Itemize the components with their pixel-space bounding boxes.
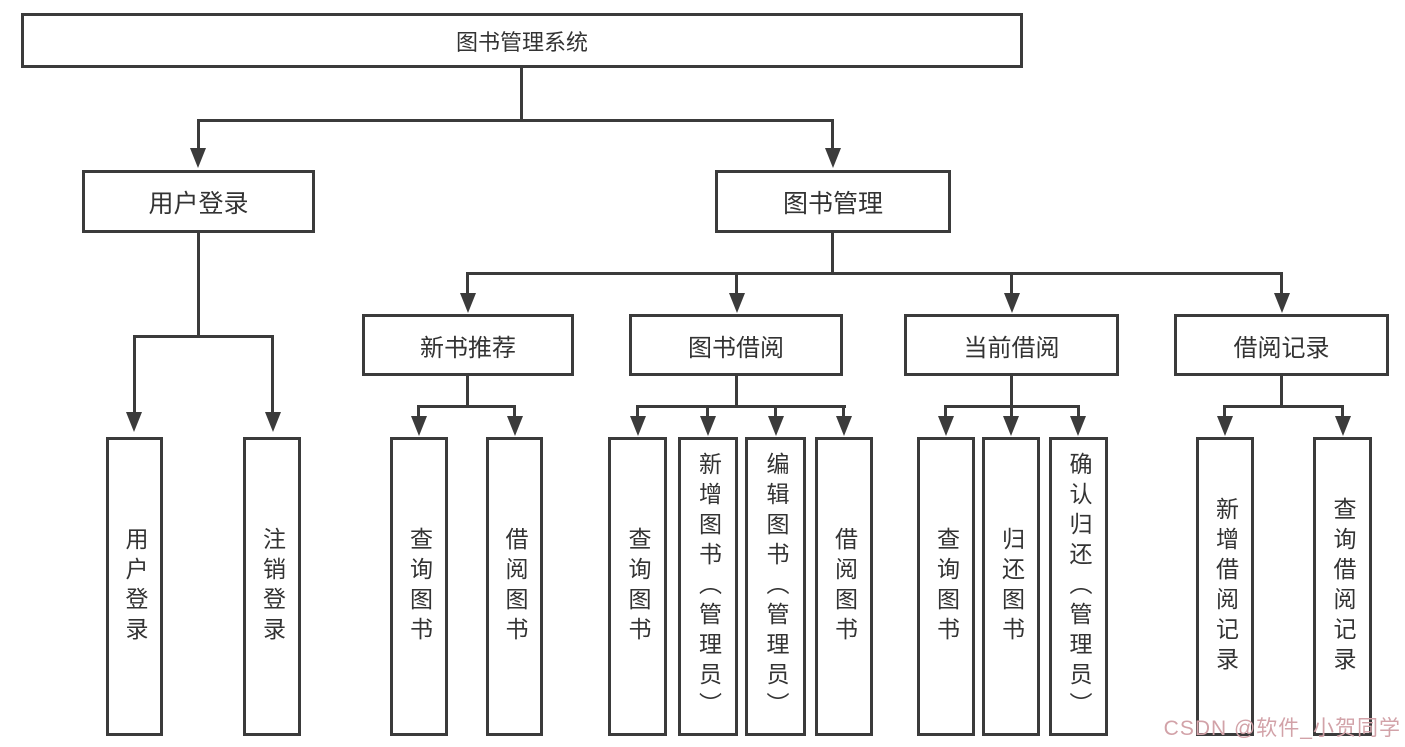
connector-line (1010, 405, 1013, 419)
leaf-return-book: 归还图书 (982, 437, 1040, 736)
arrow-down-icon (1004, 293, 1020, 313)
arrow-down-icon (411, 416, 427, 436)
connector-line (1010, 272, 1013, 296)
connector-line (842, 405, 845, 419)
leaf-borrow-books: 借阅图书 (815, 437, 873, 736)
node-borrow-records: 借阅记录 (1174, 314, 1389, 376)
arrow-down-icon (507, 416, 523, 436)
node-new-book-recommend: 新书推荐 (362, 314, 574, 376)
arrow-down-icon (190, 148, 206, 168)
connector-line (774, 405, 777, 419)
connector-line (466, 272, 469, 296)
connector-line (520, 68, 523, 122)
arrow-down-icon (1274, 293, 1290, 313)
arrow-down-icon (630, 416, 646, 436)
connector-line (1223, 405, 1226, 419)
connector-line (735, 272, 738, 296)
connector-line (831, 233, 834, 275)
connector-line (197, 119, 200, 150)
connector-line (1010, 376, 1013, 408)
node-book-management: 图书管理 (715, 170, 951, 233)
connector-line (513, 405, 516, 419)
connector-line (197, 233, 200, 338)
connector-line (1280, 376, 1283, 408)
connector-line (636, 405, 846, 408)
leaf-query-books-borrow: 查询图书 (608, 437, 667, 736)
arrow-down-icon (265, 412, 281, 432)
node-user-login: 用户登录 (82, 170, 315, 233)
connector-line (944, 405, 947, 419)
connector-line (831, 119, 834, 150)
leaf-borrow-books-recommend: 借阅图书 (486, 437, 543, 736)
leaf-confirm-return-admin: 确认归还（管理员） (1049, 437, 1108, 736)
connector-line (466, 272, 1282, 275)
arrow-down-icon (729, 293, 745, 313)
watermark-text: CSDN @软件_小贺同学 (1163, 717, 1401, 740)
connector-line (417, 405, 516, 408)
connector-line (271, 335, 274, 414)
node-book-borrow: 图书借阅 (629, 314, 843, 376)
arrow-down-icon (700, 416, 716, 436)
connector-line (466, 376, 469, 408)
arrow-down-icon (825, 148, 841, 168)
arrow-down-icon (126, 412, 142, 432)
leaf-query-books-current: 查询图书 (917, 437, 975, 736)
leaf-edit-book-admin: 编辑图书（管理员） (745, 437, 806, 736)
arrow-down-icon (1070, 416, 1086, 436)
leaf-logout: 注销登录 (243, 437, 301, 736)
node-library-management-system: 图书管理系统 (21, 13, 1023, 68)
arrow-down-icon (1003, 416, 1019, 436)
arrow-down-icon (1217, 416, 1233, 436)
leaf-query-borrow-record: 查询借阅记录 (1313, 437, 1372, 736)
connector-line (1341, 405, 1344, 419)
leaf-query-books-recommend: 查询图书 (390, 437, 448, 736)
connector-line (1077, 405, 1080, 419)
arrow-down-icon (938, 416, 954, 436)
connector-line (1280, 272, 1283, 296)
leaf-add-book-admin: 新增图书（管理员） (678, 437, 738, 736)
connector-line (133, 335, 274, 338)
arrow-down-icon (768, 416, 784, 436)
arrow-down-icon (836, 416, 852, 436)
connector-line (133, 335, 136, 414)
connector-line (706, 405, 709, 419)
connector-line (417, 405, 420, 419)
connector-line (197, 119, 834, 122)
arrow-down-icon (460, 293, 476, 313)
connector-line (636, 405, 639, 419)
connector-line (1223, 405, 1344, 408)
connector-line (735, 376, 738, 408)
leaf-add-borrow-record: 新增借阅记录 (1196, 437, 1254, 736)
arrow-down-icon (1335, 416, 1351, 436)
node-current-borrow: 当前借阅 (904, 314, 1119, 376)
leaf-user-login: 用户登录 (106, 437, 163, 736)
